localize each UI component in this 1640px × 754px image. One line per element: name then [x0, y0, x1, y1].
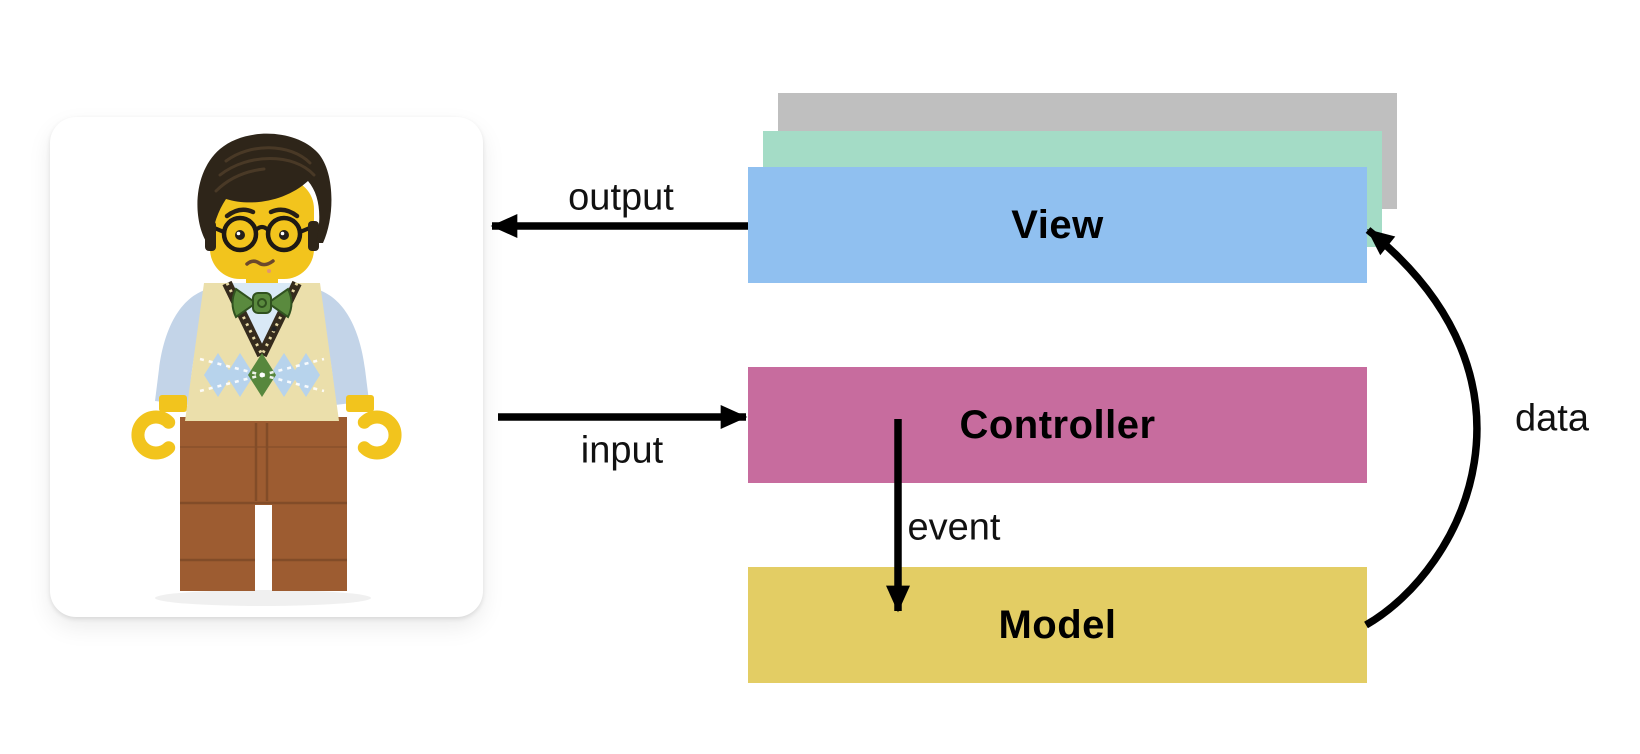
minifig-legs — [180, 417, 347, 591]
input-arrow-label: input — [580, 429, 664, 472]
minifig-head — [210, 179, 314, 279]
model-box: Model — [748, 567, 1367, 683]
output-arrow-label: output — [568, 176, 674, 219]
controller-box-label: Controller — [959, 402, 1156, 447]
event-arrow-label: event — [907, 506, 1001, 549]
model-box-label: Model — [998, 602, 1117, 647]
minifig-torso — [185, 280, 339, 421]
view-box: View — [748, 167, 1367, 283]
controller-box: Controller — [748, 367, 1367, 483]
view-box-label: View — [1011, 202, 1104, 247]
minifig-hair — [197, 133, 332, 251]
data-arrow-label: data — [1515, 397, 1589, 440]
data-arrow — [1364, 227, 1481, 629]
lego-user-figure-icon — [131, 133, 402, 606]
user-card — [50, 117, 483, 617]
minifig-hands — [131, 395, 402, 460]
